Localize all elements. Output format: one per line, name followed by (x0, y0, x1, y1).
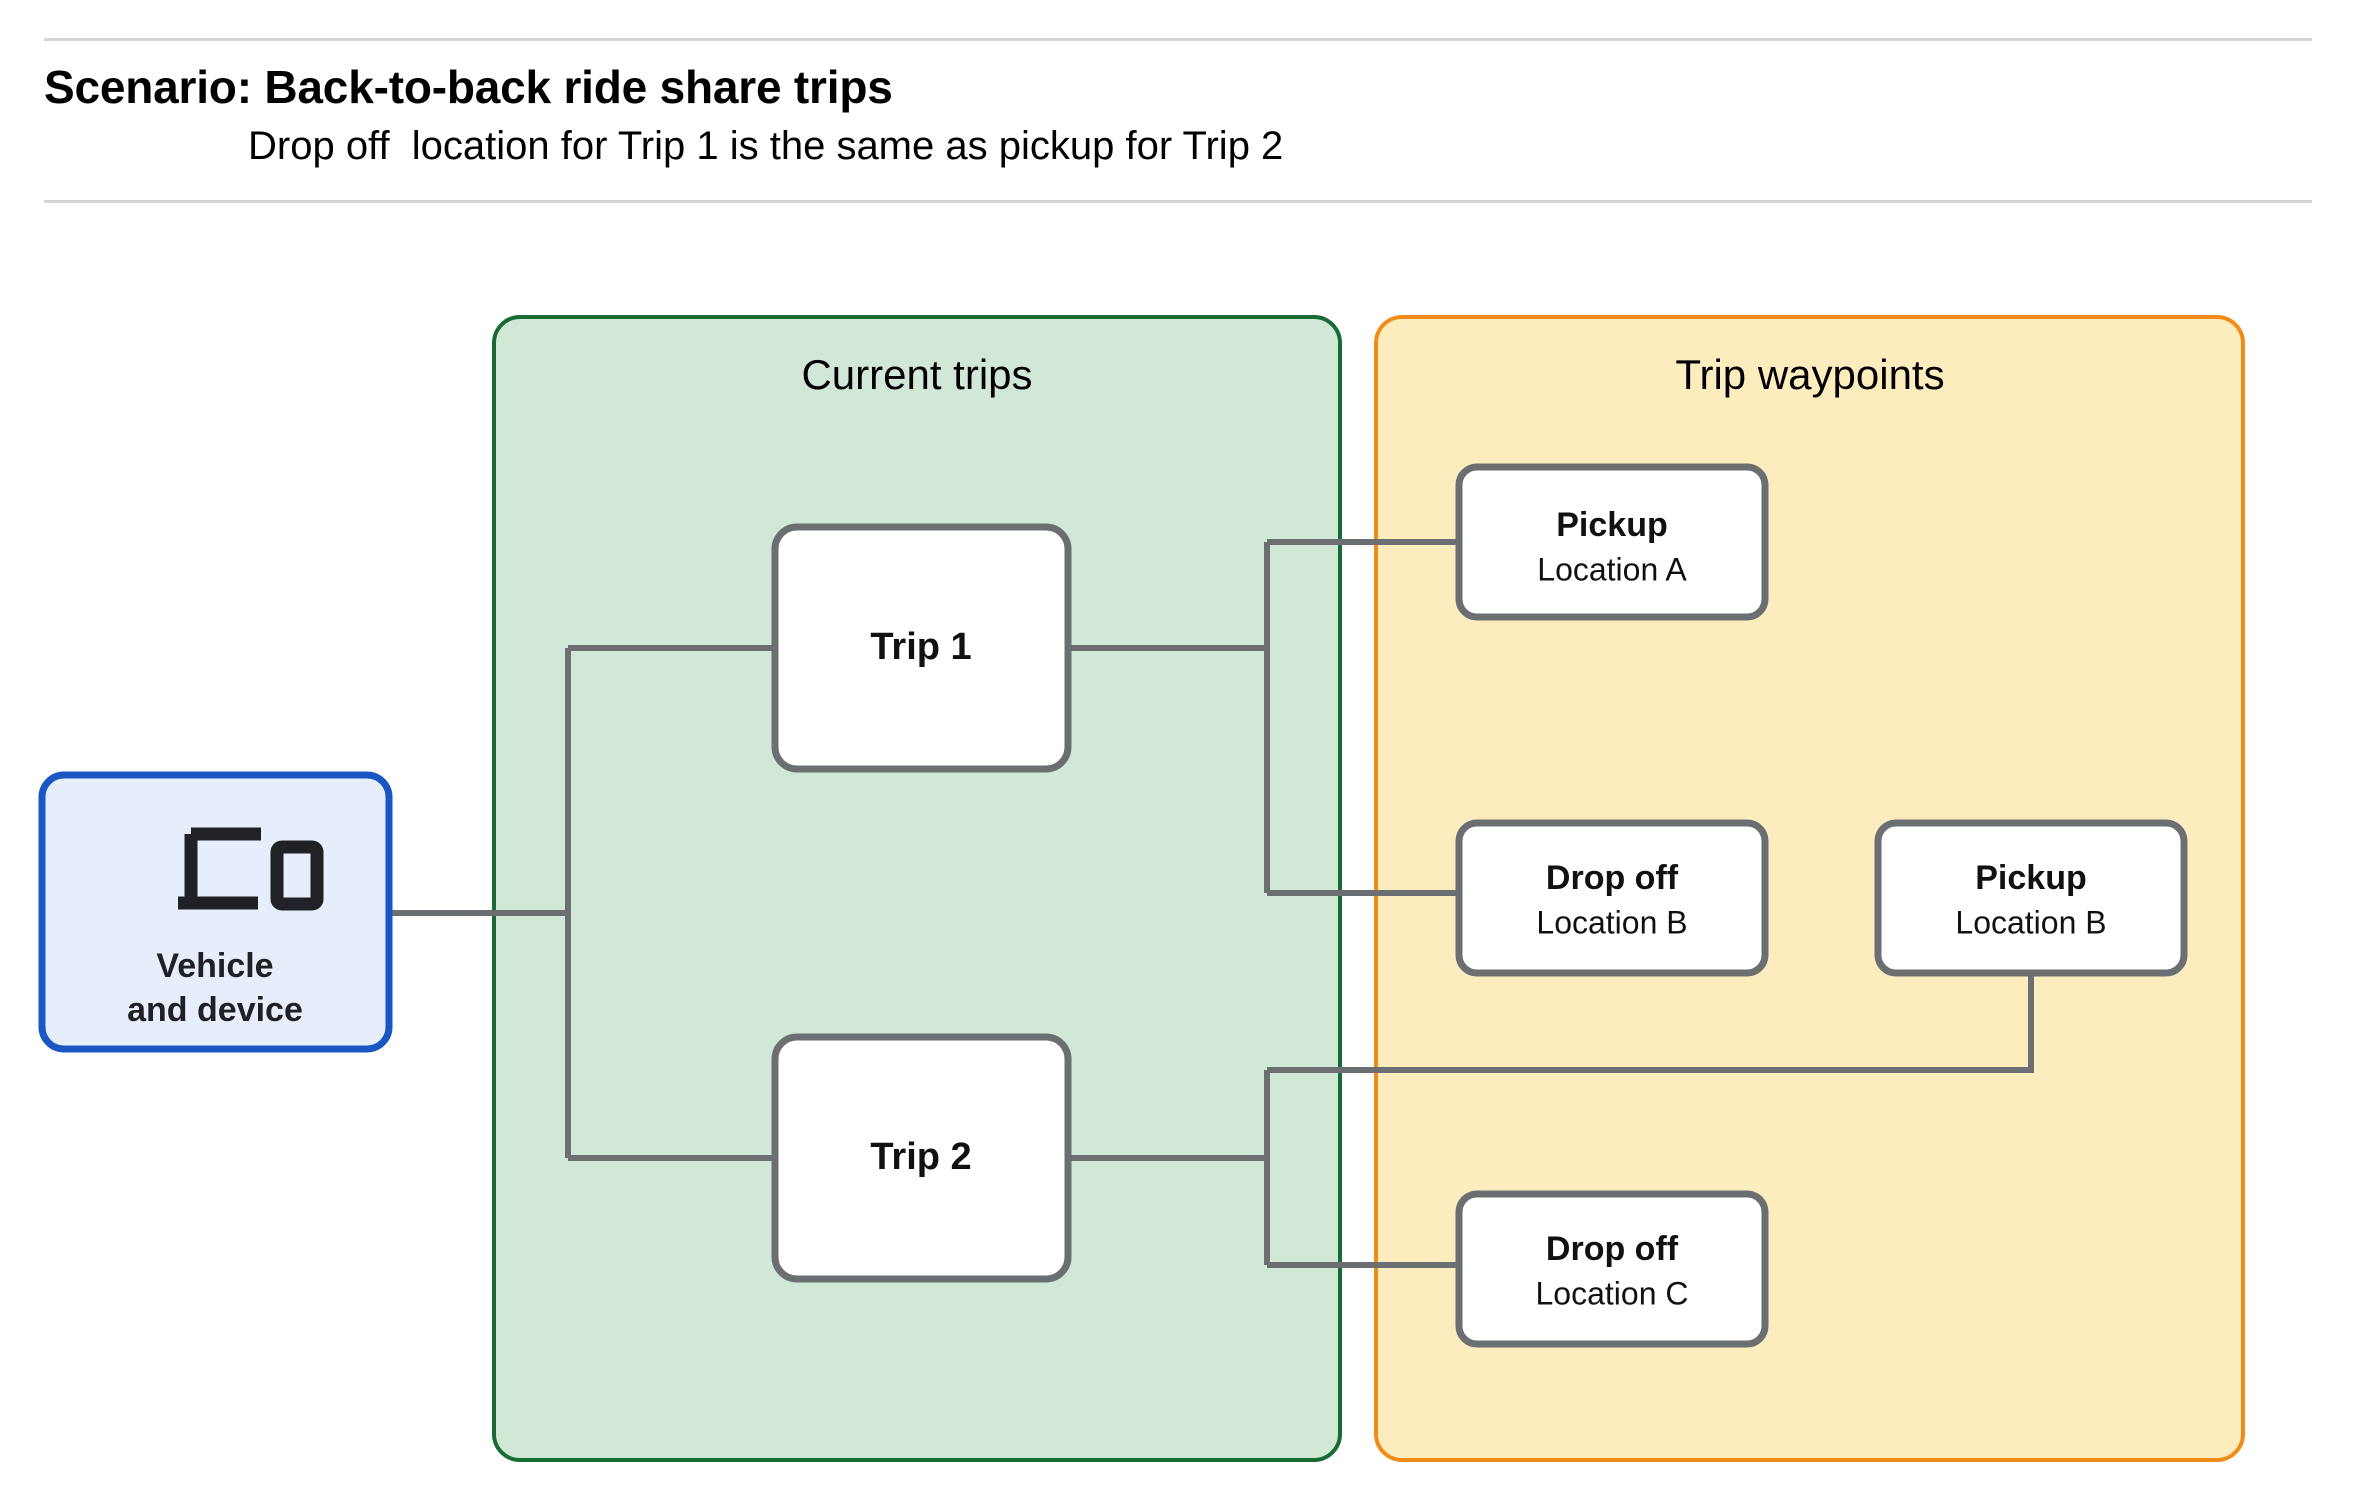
node-pickup-b-location: Location B (1955, 904, 2106, 940)
node-pickup-b[interactable]: Pickup Location B (1874, 819, 2188, 977)
node-dropoff-c-box[interactable] (1455, 1190, 1769, 1348)
node-trip-2-label: Trip 2 (870, 1136, 971, 1178)
node-dropoff-c[interactable]: Drop off Location C (1455, 1190, 1769, 1348)
connector-trip2-to-pickup-b (1267, 958, 2034, 1073)
node-dropoff-c-title: Drop off (1546, 1230, 1679, 1268)
node-dropoff-b-title: Drop off (1546, 859, 1679, 897)
header-divider-bottom (44, 200, 2312, 203)
node-pickup-a-title: Pickup (1556, 506, 1667, 544)
node-dropoff-b[interactable]: Drop off Location B (1455, 819, 1769, 977)
page-title: Scenario: Back-to-back ride share trips (44, 61, 893, 113)
node-trip-1-label: Trip 1 (870, 626, 971, 668)
header: Scenario: Back-to-back ride share trips … (0, 0, 2357, 206)
node-vehicle-label-line1: Vehicle (156, 947, 273, 985)
zone-current-trips: Current trips (492, 315, 1342, 1462)
node-dropoff-b-location: Location B (1536, 904, 1687, 940)
page-subtitle: Drop off location for Trip 1 is the same… (248, 124, 1284, 168)
node-pickup-a-location: Location A (1537, 551, 1687, 587)
zone-current-trips-box (492, 315, 1342, 1462)
zone-trip-waypoints-label: Trip waypoints (1675, 351, 1944, 398)
zone-current-trips-label: Current trips (801, 351, 1032, 398)
node-pickup-b-box[interactable] (1874, 819, 2188, 977)
node-pickup-a[interactable]: Pickup Location A (1455, 463, 1769, 621)
node-dropoff-b-box[interactable] (1455, 819, 1769, 977)
node-trip-2-box[interactable] (771, 1033, 1072, 1283)
node-trip-1[interactable]: Trip 1 (771, 523, 1072, 773)
devices-icon (178, 827, 324, 911)
node-vehicle-label-line2: and device (127, 991, 303, 1029)
header-divider-top (44, 38, 2312, 41)
node-dropoff-c-location: Location C (1536, 1275, 1689, 1311)
node-trip-2[interactable]: Trip 2 (771, 1033, 1072, 1283)
node-vehicle-and-device[interactable]: Vehicle and device (38, 771, 393, 1053)
node-pickup-b-title: Pickup (1975, 859, 2086, 897)
node-trip-1-box[interactable] (771, 523, 1072, 773)
node-pickup-a-box[interactable] (1455, 463, 1769, 621)
